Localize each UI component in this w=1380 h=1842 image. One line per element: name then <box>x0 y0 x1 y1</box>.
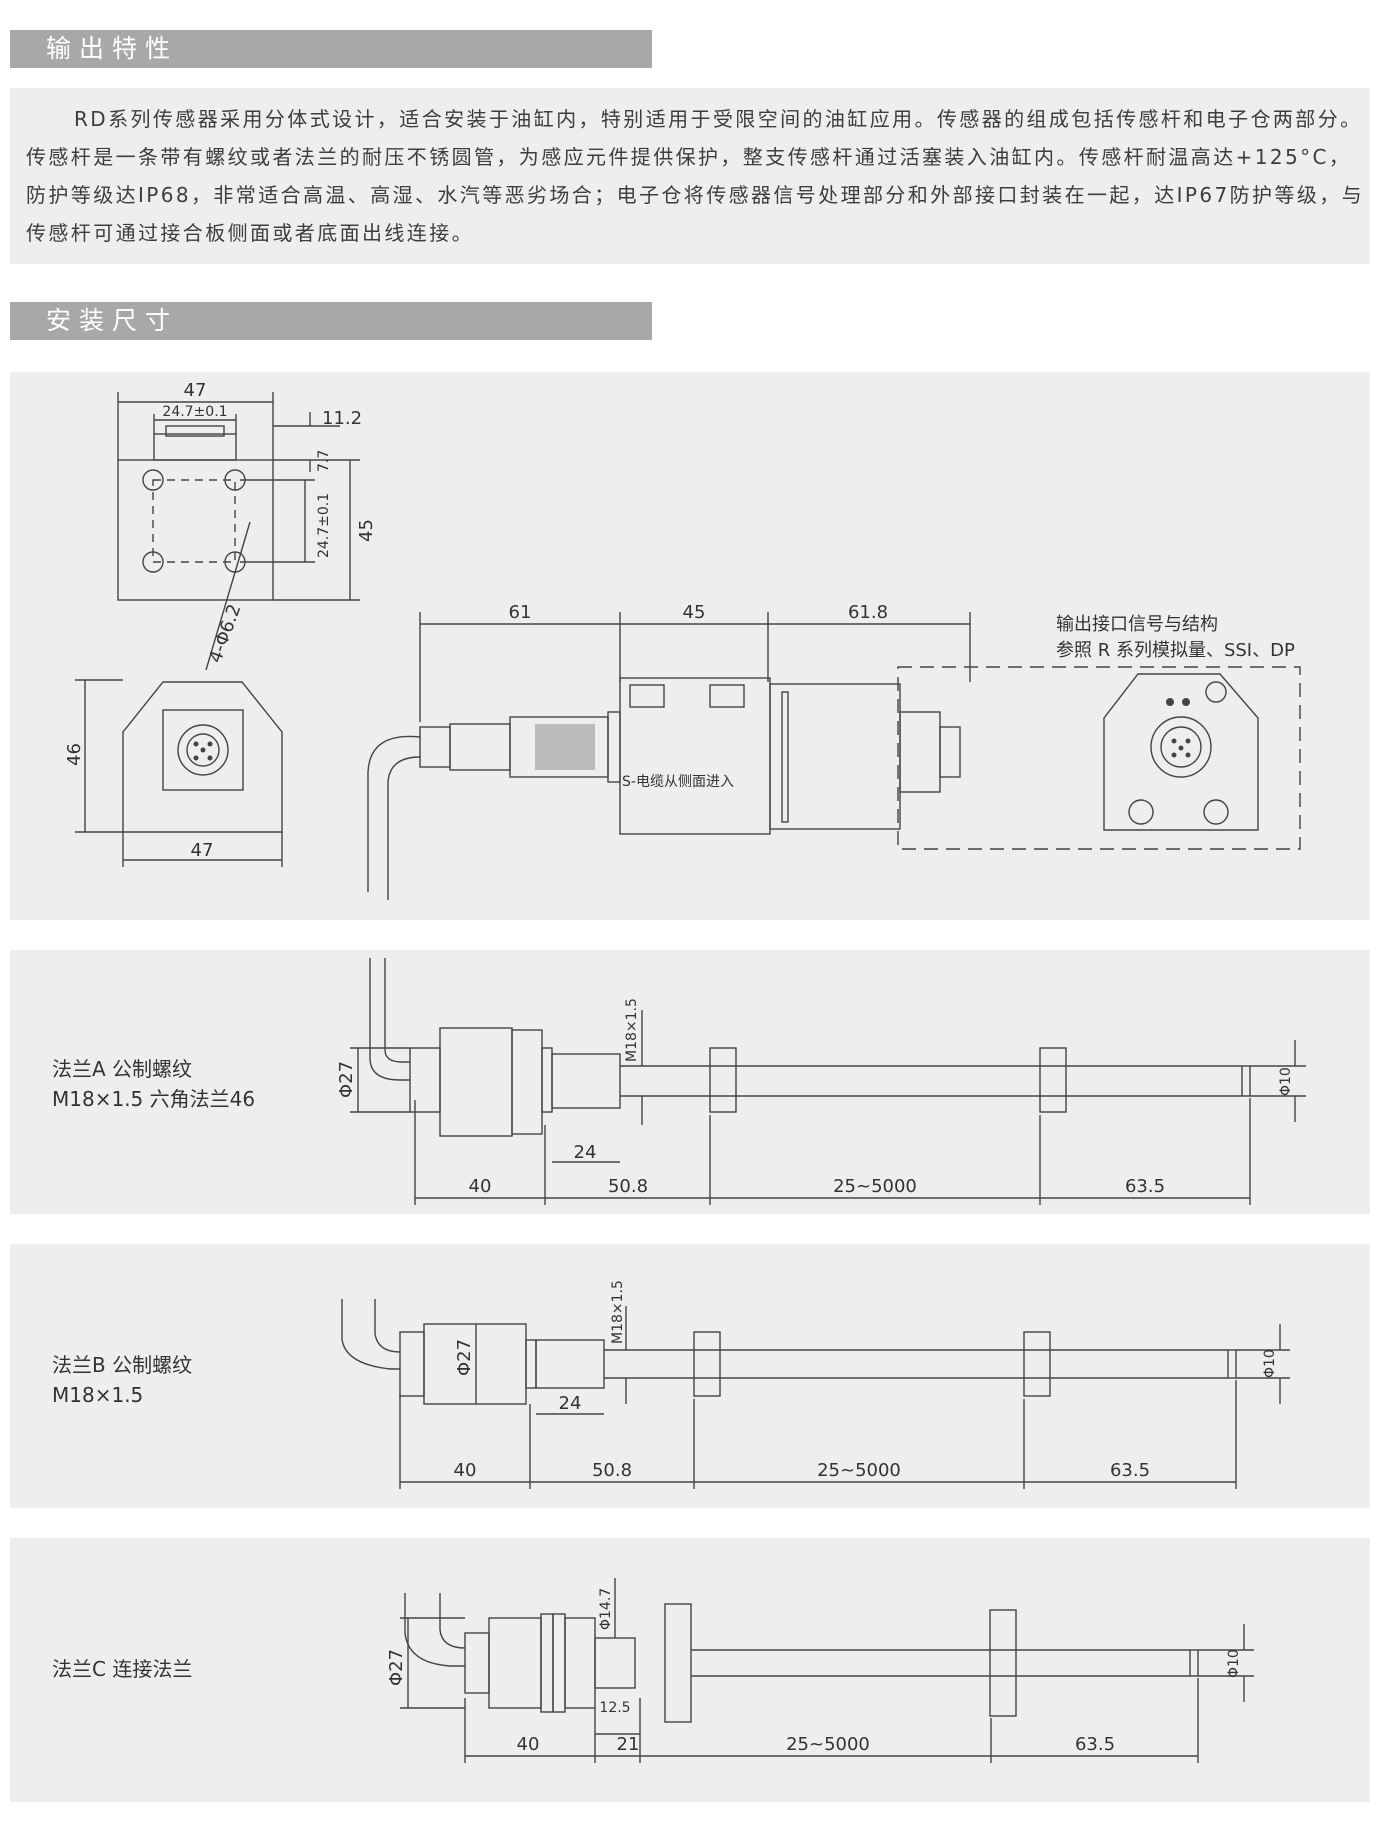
dim-len618: 61.8 <box>848 602 888 623</box>
dim-top-width: 47 <box>184 380 207 401</box>
dim-stroke: 25~5000 <box>817 1460 901 1481</box>
flange-b-drawing: 40 50.8 25~5000 63.5 24 Φ27 M18×1.5 Φ10 <box>341 1280 1290 1489</box>
front-view-body <box>122 681 283 833</box>
dim-dia14-7: Φ14.7 <box>598 1588 614 1630</box>
electronics-housing <box>619 677 771 835</box>
dim-40: 40 <box>454 1460 477 1481</box>
flange-c-label: 法兰C 连接法兰 <box>52 1654 192 1684</box>
dim-24: 24 <box>559 1393 582 1414</box>
drawing-panel-flange-c: 法兰C 连接法兰 40 21 <box>10 1538 1370 1802</box>
dim-50-8: 50.8 <box>592 1460 632 1481</box>
dim-holes: 4-Φ6.2 <box>205 601 246 665</box>
dim-40: 40 <box>517 1734 540 1755</box>
dim-dia10: Φ10 <box>1226 1649 1242 1678</box>
intro-box: RD系列传感器采用分体式设计，适合安装于油缸内，特别适用于受限空间的油缸应用。传… <box>10 88 1370 264</box>
dim-dia27: Φ27 <box>454 1339 475 1376</box>
flange-a-label-line2: M18×1.5 六角法兰46 <box>52 1087 256 1111</box>
flange-b-label-line1: 法兰B 公制螺纹 <box>52 1353 193 1377</box>
dim-stroke: 25~5000 <box>786 1734 870 1755</box>
flange-a-label-line1: 法兰A 公制螺纹 <box>52 1057 193 1081</box>
flange-c-drawing: 40 21 25~5000 63.5 12.5 Φ27 Φ14.7 Φ10 <box>386 1578 1254 1763</box>
dim-21: 21 <box>617 1734 640 1755</box>
dim-40: 40 <box>469 1176 492 1197</box>
flange-b-label-line2: M18×1.5 <box>52 1383 144 1407</box>
top-view-body <box>117 459 274 601</box>
drawing-panel-flange-a: 法兰A 公制螺纹 M18×1.5 六角法兰46 40 <box>10 950 1370 1214</box>
flange-c-label-line1: 法兰C 连接法兰 <box>52 1657 193 1681</box>
drawing-panel-flange-b: 法兰B 公制螺纹 M18×1.5 40 50.8 25~5000 <box>10 1244 1370 1508</box>
dim-dia27: Φ27 <box>386 1649 407 1686</box>
dim-thread: M18×1.5 <box>610 1280 626 1344</box>
dim-len45: 45 <box>683 602 706 623</box>
flange-a-drawing: 40 50.8 25~5000 63.5 24 Φ27 M18×1.5 Φ10 <box>336 958 1306 1205</box>
cable-note: S-电缆从侧面进入 <box>622 774 734 790</box>
ref-line1: 输出接口信号与结构 <box>1056 614 1218 635</box>
flange-a-label: 法兰A 公制螺纹 M18×1.5 六角法兰46 <box>52 1054 255 1114</box>
dim-front-width: 47 <box>191 840 214 861</box>
dim-v-spacing: 24.7±0.1 <box>316 493 332 558</box>
section-header-install: 安装尺寸 <box>10 302 652 340</box>
dim-height45: 45 <box>356 519 377 542</box>
dim-len61: 61 <box>509 602 532 623</box>
dim-v-small: 7.7 <box>316 450 332 472</box>
dim-50-8: 50.8 <box>608 1176 648 1197</box>
section-header-output: 输出特性 <box>10 30 652 68</box>
dim-dia10: Φ10 <box>1278 1067 1294 1096</box>
drawing-panel-main: 47 24.7±0.1 11.2 7.7 24.7±0.1 45 4-Φ6.2 … <box>10 372 1370 920</box>
dim-24: 24 <box>574 1142 597 1163</box>
dim-63-5: 63.5 <box>1110 1460 1150 1481</box>
dim-dia10: Φ10 <box>1262 1349 1278 1378</box>
main-drawing: 47 24.7±0.1 11.2 7.7 24.7±0.1 45 4-Φ6.2 … <box>64 380 1301 900</box>
section-title: 安装尺寸 <box>46 306 179 335</box>
section-title: 输出特性 <box>46 34 179 63</box>
dim-12-5: 12.5 <box>599 1700 630 1716</box>
dim-stroke: 25~5000 <box>833 1176 917 1197</box>
dim-63-5: 63.5 <box>1125 1176 1165 1197</box>
dim-front-height: 46 <box>64 743 85 766</box>
flange-b-label: 法兰B 公制螺纹 M18×1.5 <box>52 1350 192 1410</box>
ref-line2: 参照 R 系列模拟量、SSI、DP <box>1056 640 1295 661</box>
intro-text: RD系列传感器采用分体式设计，适合安装于油缸内，特别适用于受限空间的油缸应用。传… <box>26 107 1365 245</box>
dim-63-5: 63.5 <box>1075 1734 1115 1755</box>
dim-thread: M18×1.5 <box>624 998 640 1062</box>
dim-dia27: Φ27 <box>336 1061 357 1098</box>
dim-offset: 11.2 <box>322 408 362 429</box>
dim-slot-width: 24.7±0.1 <box>162 404 227 420</box>
